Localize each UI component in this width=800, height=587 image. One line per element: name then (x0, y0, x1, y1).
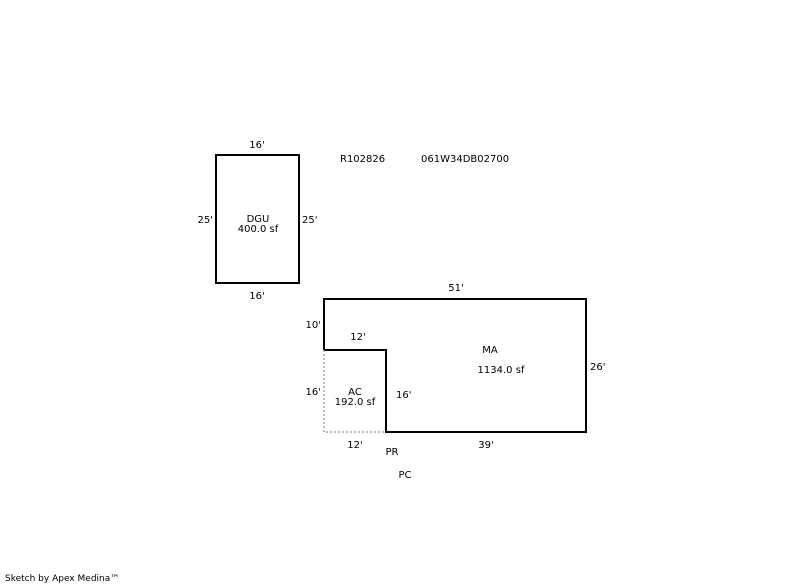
label-pr: PR (386, 447, 399, 458)
addition-outline (323, 350, 386, 433)
main-dim-top: 51' (448, 283, 463, 294)
sketch-credit: Sketch by Apex Medina™ (5, 574, 120, 584)
addition-dim-bottom: 12' (347, 440, 362, 451)
garage-code: DGU (247, 214, 270, 225)
garage-area: 400.0 sf (238, 224, 279, 235)
addition-dim-left: 16' (306, 387, 321, 398)
parcel-id: R102826 (340, 154, 385, 165)
garage-outline (215, 154, 300, 284)
garage-dim-top: 16' (249, 140, 264, 151)
main-code: MA (482, 345, 498, 356)
map-number: 061W34DB02700 (421, 154, 509, 165)
main-dim-left-upper: 10' (306, 320, 321, 331)
main-dim-notch-top: 12' (350, 332, 365, 343)
addition-area: 192.0 sf (335, 397, 376, 408)
garage-dim-bottom: 16' (249, 291, 264, 302)
addition-code: AC (348, 387, 362, 398)
main-dim-notch-side: 16' (396, 390, 411, 401)
label-pc: PC (398, 470, 411, 481)
main-area-outline (323, 298, 587, 433)
main-area: 1134.0 sf (478, 365, 525, 376)
garage-dim-left: 25' (198, 215, 213, 226)
garage-dim-right: 25' (302, 215, 317, 226)
main-dim-right: 26' (590, 362, 605, 373)
main-dim-bottom: 39' (478, 440, 493, 451)
